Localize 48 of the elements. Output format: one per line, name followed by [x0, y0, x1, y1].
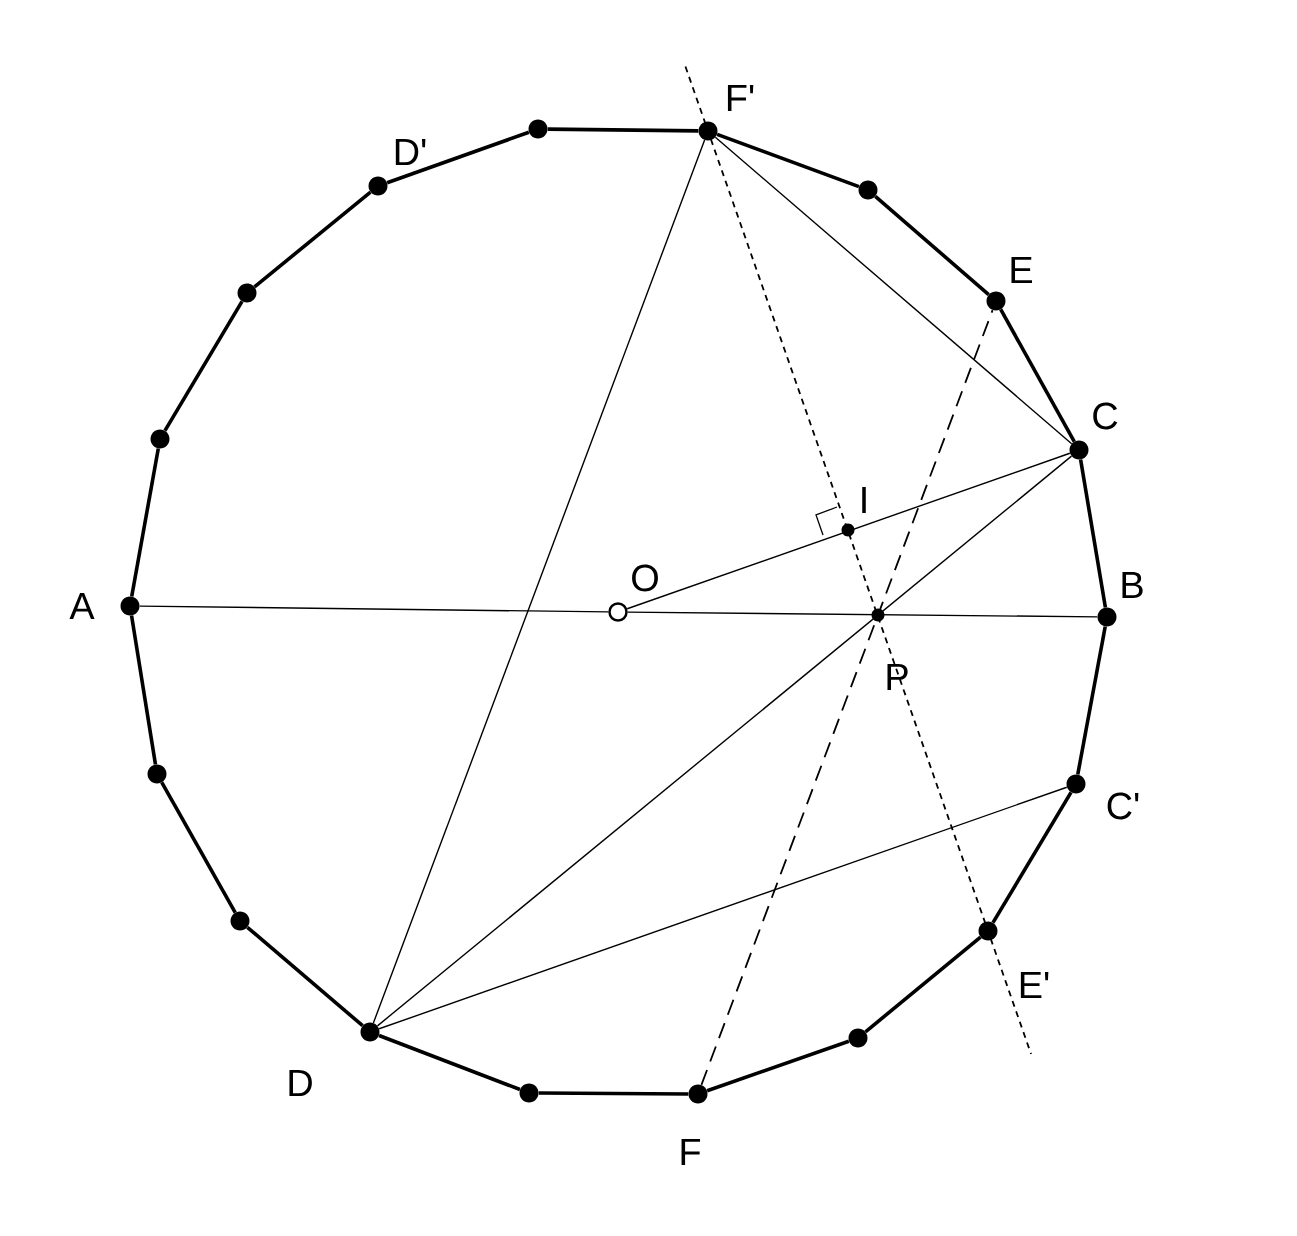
polygon-side [160, 781, 237, 914]
polygon-side [991, 791, 1073, 924]
line-segment [627, 611, 1098, 618]
polygon-side [1078, 459, 1108, 608]
line-segment [372, 139, 706, 1024]
polygon-side [874, 195, 990, 296]
polygon-side [999, 308, 1076, 443]
point-label: C [1093, 402, 1118, 430]
vertex-dot [528, 119, 548, 139]
polygon-side [716, 132, 860, 189]
line-segment [626, 452, 1071, 610]
polygon-side [378, 1033, 521, 1092]
polygon-side [386, 130, 530, 185]
dashed-line [700, 309, 994, 1086]
polygon-side [129, 448, 161, 597]
line-segment [376, 455, 1073, 1027]
vertex-dot [230, 911, 250, 931]
point-label: F [681, 1139, 701, 1165]
polygon-side [129, 615, 158, 765]
point-label: C' [1107, 792, 1139, 820]
vertex-dot [519, 1083, 539, 1103]
point-label: E' [1020, 972, 1049, 998]
line-segment [139, 605, 609, 613]
polygon-side [1076, 626, 1107, 775]
polygon-side [706, 1039, 850, 1093]
vertex-dot [858, 180, 878, 200]
polygon-side [538, 1091, 689, 1096]
point-label: E [1011, 257, 1032, 284]
polygon-side [253, 190, 372, 289]
point-label: P [887, 664, 908, 690]
vertex-dot [848, 1028, 868, 1048]
polygon-side [547, 127, 699, 133]
point-label: D' [395, 139, 426, 166]
point-label: A [69, 593, 95, 620]
polygon-side [864, 935, 982, 1034]
line-segment [714, 136, 1073, 445]
point-label: B [1122, 572, 1143, 599]
vertex-dot [150, 429, 170, 449]
polygon-side [246, 925, 364, 1028]
point-label: F' [727, 85, 754, 112]
vertex-dot [237, 283, 257, 303]
dashed-line [684, 65, 1032, 1055]
line-segment [378, 786, 1068, 1030]
point-label: I [862, 487, 866, 514]
point-label: D [289, 1070, 312, 1096]
point-label: O [632, 564, 658, 592]
vertex-dot [147, 764, 167, 784]
polygon-side [163, 300, 244, 432]
